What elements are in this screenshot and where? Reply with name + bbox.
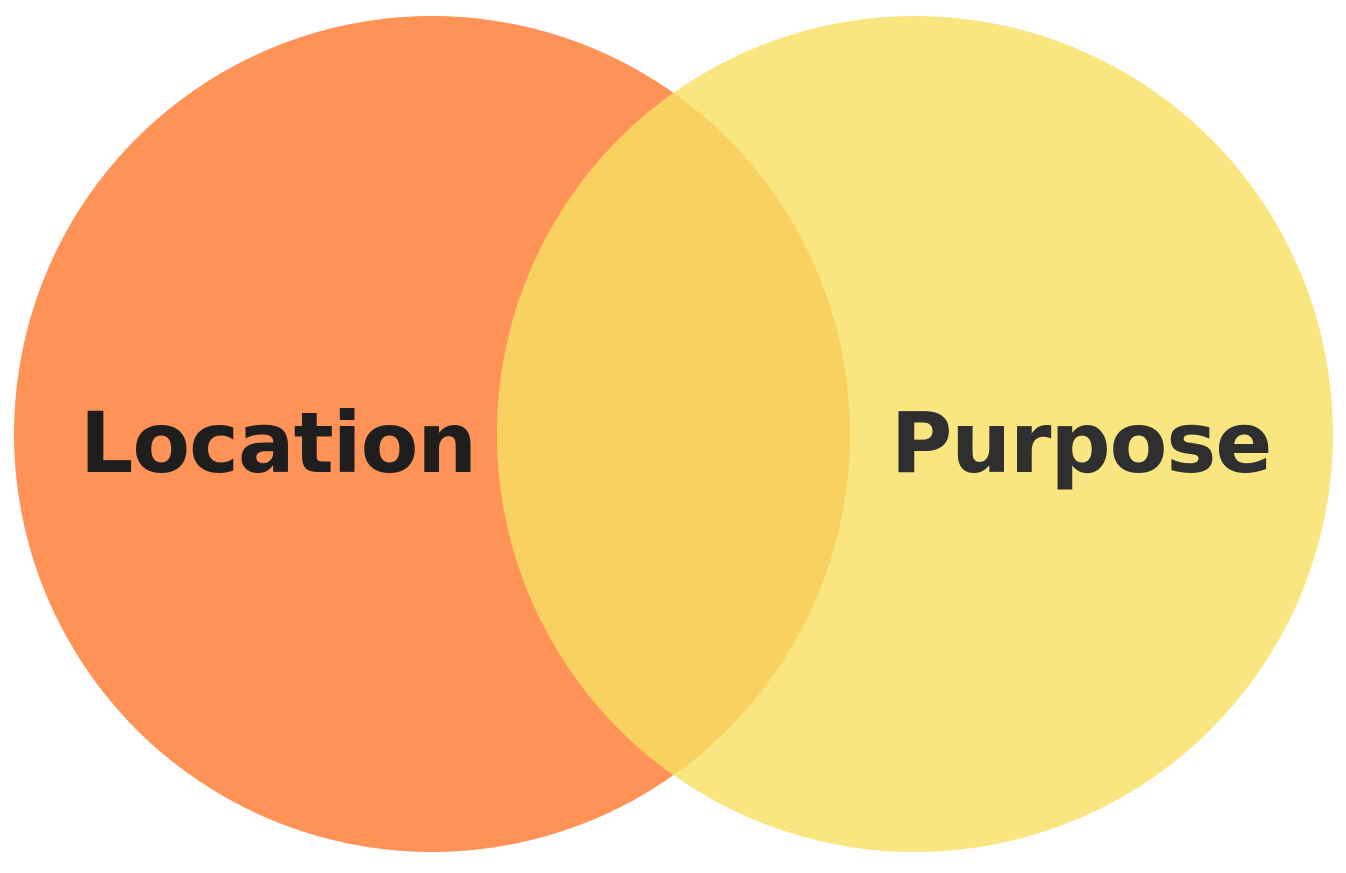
overlap-region [497, 16, 850, 852]
purpose-label: Purpose [891, 394, 1272, 492]
location-label: Location [80, 394, 476, 492]
